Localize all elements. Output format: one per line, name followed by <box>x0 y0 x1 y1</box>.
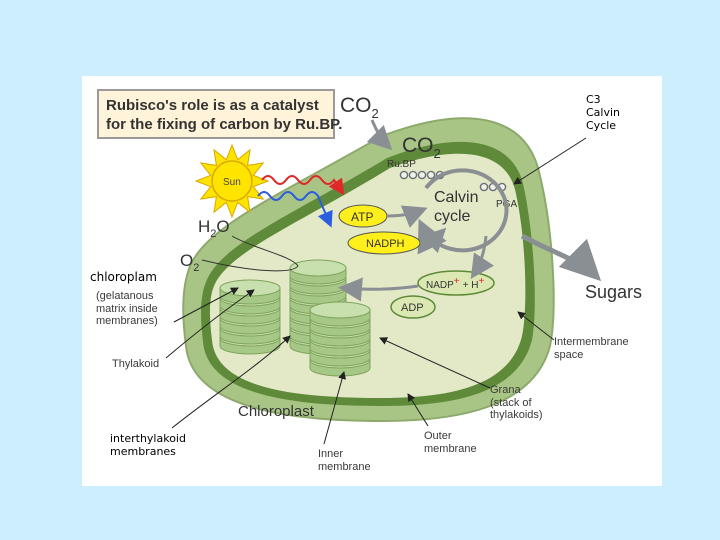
h2o-label: H2O <box>198 217 230 240</box>
water-split-arrow <box>201 235 299 272</box>
sugars-label: Sugars <box>585 282 642 302</box>
atp-arrow <box>386 205 428 228</box>
co2-outer-label: CO2 <box>340 94 379 121</box>
return-arrow-nadp <box>470 235 494 279</box>
o2-label: O2 <box>180 251 199 274</box>
gelatanous-pointer <box>173 287 239 323</box>
granum-stack-right <box>309 301 371 377</box>
rubp-label: Ru.BP <box>387 159 416 170</box>
sugars-arrow <box>520 233 602 282</box>
sun-icon: Sun <box>194 143 270 219</box>
calvin-cycle-label-2: cycle <box>434 208 471 225</box>
inner-membrane-label: Inner membrane <box>318 448 371 473</box>
thylakoid-label: Thylakoid <box>112 358 160 370</box>
svg-text:ADP: ADP <box>401 302 424 314</box>
chloroplam-label: chloroplam <box>90 270 157 284</box>
intermembrane-pointer <box>517 311 555 341</box>
red-light-wave <box>261 175 345 196</box>
intermembrane-label: Intermembrane space <box>554 336 629 361</box>
c3-pointer <box>513 137 587 185</box>
interthylakoid-label: interthylakoid membranes <box>110 432 186 459</box>
svg-text:NADPH: NADPH <box>366 238 405 250</box>
title-box <box>97 89 335 139</box>
nadph-pill <box>347 231 421 255</box>
outer-membrane-label: Outer membrane <box>424 430 477 455</box>
chloroplast-label: Chloroplast <box>238 403 315 420</box>
grana-pointer <box>379 337 491 389</box>
adp-pill <box>390 295 436 319</box>
svg-text:Sun: Sun <box>223 177 241 188</box>
diagram-panel: Rubisco's role is as a catalyst for the … <box>82 76 662 486</box>
gelatanous-label: (gelatanous matrix inside membranes) <box>96 290 158 328</box>
calvin-cycle-arrow <box>417 168 509 255</box>
return-arrow-to-stack <box>338 277 419 302</box>
title-line-2: for the fixing of carbon by Ru.BP. <box>106 116 342 133</box>
co2-outer-arrow <box>366 119 393 151</box>
svg-text:ATP: ATP <box>351 210 373 224</box>
interthylakoid-pointer <box>171 335 291 429</box>
c3-calvin-label: C3 Calvin Cycle <box>586 93 621 133</box>
outer-membrane-pointer <box>407 393 429 427</box>
title-line-1: Rubisco's role is as a catalyst <box>106 97 319 114</box>
calvin-cycle-label-1: Calvin <box>434 189 478 206</box>
nadph-arrow <box>419 227 447 254</box>
inner-membrane-pointer <box>323 371 346 445</box>
svg-text:NADP++ H+: NADP++ H+ <box>426 276 484 291</box>
grana-label: Grana (stack of thylakoids) <box>490 384 543 422</box>
granum-stack-left <box>219 279 281 355</box>
chloroplast-diagram: Rubisco's role is as a catalyst for the … <box>97 89 642 445</box>
co2-inner-label: CO2 <box>402 134 441 161</box>
blue-light-wave <box>257 191 333 228</box>
thylakoid-pointer <box>165 289 255 359</box>
